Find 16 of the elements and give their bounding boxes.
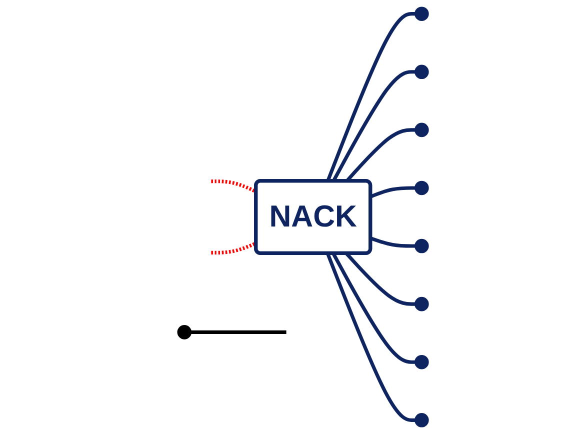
endpoint-dot (414, 6, 429, 21)
dashed-connector (211, 242, 257, 254)
connector-line (370, 186, 415, 198)
endpoint-dot (414, 64, 429, 80)
endpoint-dot (414, 354, 429, 370)
process-box: NACK (254, 179, 372, 255)
connector-line (332, 252, 415, 364)
connector-line (191, 330, 286, 334)
endpoint-dot (414, 180, 429, 196)
endpoint-dot (177, 325, 192, 340)
endpoint-dot (414, 122, 429, 138)
connector-line (326, 252, 415, 422)
endpoint-dot (414, 238, 429, 254)
endpoint-dot (414, 296, 429, 312)
endpoint-dot (414, 413, 429, 428)
connector-line (370, 236, 415, 248)
